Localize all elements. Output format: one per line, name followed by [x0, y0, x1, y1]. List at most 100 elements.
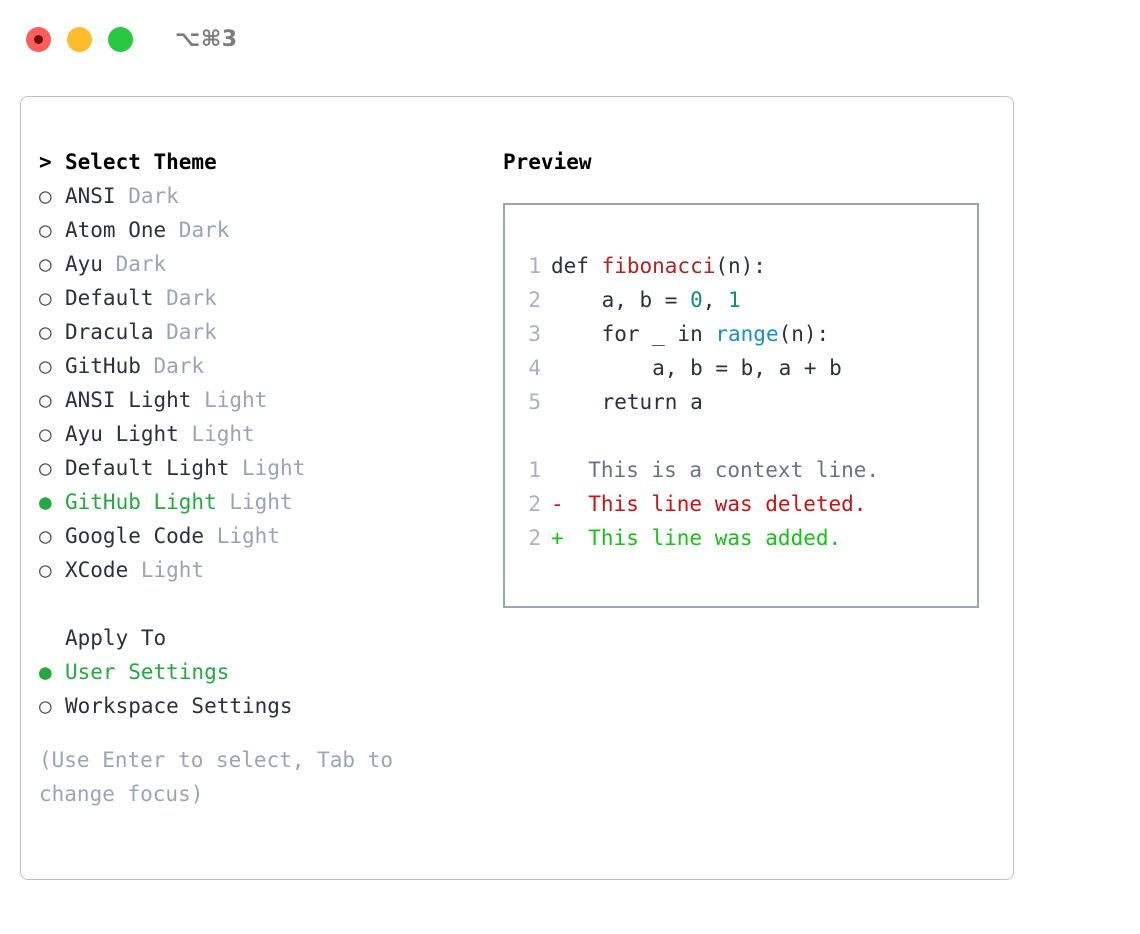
- diff-sample: 1 This is a context line.2- This line wa…: [519, 453, 977, 555]
- keyboard-hint: (Use Enter to select, Tab to change focu…: [39, 748, 394, 806]
- theme-variant-badge: Dark: [140, 354, 205, 378]
- code-token-plain: (n):: [715, 254, 766, 278]
- theme-option[interactable]: ○ Default Dark: [39, 281, 491, 315]
- theme-option-label: XCode: [65, 558, 129, 582]
- code-line: 4 a, b = b, a + b: [519, 351, 977, 385]
- diff-line-number: 2: [528, 492, 541, 516]
- theme-variant-badge: Light: [229, 456, 306, 480]
- apply-to-option[interactable]: ○ Workspace Settings: [39, 689, 491, 723]
- theme-variant-badge: Light: [204, 524, 280, 548]
- theme-option[interactable]: ●GitHub Light Light: [39, 485, 491, 519]
- radio-unselected-icon: ○: [39, 388, 52, 412]
- theme-option[interactable]: ○ Google Code Light: [39, 519, 491, 553]
- theme-option[interactable]: ○ GitHub Dark: [39, 349, 491, 383]
- theme-variant-badge: Light: [216, 490, 293, 514]
- theme-picker-pane: > Select Theme ○ANSI Dark○Atom One Dark○…: [21, 145, 491, 879]
- diff-line-number: 1: [528, 458, 541, 482]
- radio-unselected-icon: ○: [39, 456, 52, 480]
- code-line-number: 2: [528, 288, 541, 312]
- caret-icon: >: [39, 150, 52, 174]
- theme-option-label: ANSI: [65, 184, 116, 208]
- preview-title: Preview: [503, 150, 592, 174]
- theme-option[interactable]: ○Atom One Dark: [39, 213, 491, 247]
- apply-to-gutter: [39, 621, 65, 655]
- diff-line-text: This line was deleted.: [563, 492, 867, 516]
- theme-option-label: Ayu: [65, 252, 103, 276]
- theme-option[interactable]: ○Ayu Dark: [39, 247, 491, 281]
- apply-to-option-label: Workspace Settings: [65, 694, 293, 718]
- theme-option-label: ANSI Light: [65, 388, 192, 412]
- code-token-plain: for _ in: [551, 322, 716, 346]
- theme-list: ○ANSI Dark○Atom One Dark○Ayu Dark○Defaul…: [39, 179, 491, 587]
- code-token-plain: ,: [702, 288, 729, 312]
- close-button[interactable]: [26, 26, 51, 52]
- theme-variant-badge: Light: [128, 558, 205, 582]
- code-token-num: 1: [728, 288, 741, 312]
- code-line-number: 5: [528, 390, 541, 414]
- diff-line-text: This line was added.: [563, 526, 842, 550]
- theme-option-label: GitHub: [65, 354, 141, 378]
- diff-spacer: [519, 419, 977, 453]
- diff-line-text: This is a context line.: [563, 458, 880, 482]
- radio-unselected-icon: ○: [39, 286, 52, 310]
- theme-option[interactable]: ○ Default Light Light: [39, 451, 491, 485]
- title-bar: ⌥⌘3: [0, 0, 1140, 78]
- apply-to-heading: Apply To: [39, 621, 491, 655]
- theme-option-label: Atom One: [65, 218, 167, 242]
- radio-unselected-icon: ○: [39, 218, 52, 242]
- window-controls: [26, 26, 133, 52]
- radio-unselected-icon: ○: [39, 694, 52, 718]
- diff-line-number: 2: [528, 526, 541, 550]
- page-title: Select Theme: [65, 150, 217, 174]
- theme-variant-badge: Dark: [153, 320, 217, 344]
- code-line-number: 3: [528, 322, 541, 346]
- radio-unselected-icon: ○: [39, 354, 52, 378]
- code-token-plain: (n):: [778, 322, 830, 346]
- list-spacer: [39, 587, 491, 621]
- theme-variant-badge: Dark: [153, 286, 217, 310]
- theme-option-label: Default Light: [65, 456, 230, 480]
- apply-to-option[interactable]: ●User Settings: [39, 655, 491, 689]
- diff-line-context: 1 This is a context line.: [519, 453, 977, 487]
- theme-variant-badge: Light: [191, 388, 268, 412]
- radio-unselected-icon: ○: [39, 558, 52, 582]
- code-line-number: 1: [528, 254, 541, 278]
- diff-line-del: 2- This line was deleted.: [519, 487, 977, 521]
- code-token-plain: return a: [551, 390, 703, 414]
- apply-to-title: Apply To: [65, 626, 167, 650]
- theme-option[interactable]: ○ XCode Light: [39, 553, 491, 587]
- theme-option-label: Google Code: [65, 524, 205, 548]
- code-token-num: 0: [690, 288, 703, 312]
- radio-selected-icon: ●: [39, 660, 52, 684]
- code-line: 3 for _ in range(n):: [519, 317, 977, 351]
- theme-option-label: Default: [65, 286, 154, 310]
- main-panel: > Select Theme ○ANSI Dark○Atom One Dark○…: [20, 96, 1014, 880]
- theme-option-label: Ayu Light: [65, 422, 179, 446]
- diff-marker-icon: +: [551, 526, 564, 550]
- diff-marker-icon: [551, 453, 563, 487]
- theme-option[interactable]: ○ ANSI Dark: [39, 179, 491, 213]
- code-line: 2 a, b = 0, 1: [519, 283, 977, 317]
- radio-unselected-icon: ○: [39, 320, 52, 344]
- radio-selected-icon: ●: [39, 490, 52, 514]
- theme-option[interactable]: ○Dracula Dark: [39, 315, 491, 349]
- theme-option[interactable]: ○ ANSI Light Light: [39, 383, 491, 417]
- radio-unselected-icon: ○: [39, 422, 52, 446]
- theme-option[interactable]: ○Ayu Light Light: [39, 417, 491, 451]
- theme-variant-badge: Dark: [115, 184, 179, 208]
- apply-to-options: ●User Settings ○ Workspace Settings: [39, 655, 491, 723]
- code-token-plain: a, b = b, a + b: [551, 356, 842, 380]
- code-line: 5 return a: [519, 385, 977, 419]
- theme-picker-heading: > Select Theme: [39, 145, 491, 179]
- record-dot-icon: [34, 34, 43, 44]
- code-line-number: 4: [528, 356, 541, 380]
- code-token-plain: def: [551, 254, 602, 278]
- radio-unselected-icon: ○: [39, 184, 52, 208]
- maximize-button[interactable]: [108, 26, 133, 52]
- minimize-button[interactable]: [67, 26, 92, 52]
- radio-unselected-icon: ○: [39, 524, 52, 548]
